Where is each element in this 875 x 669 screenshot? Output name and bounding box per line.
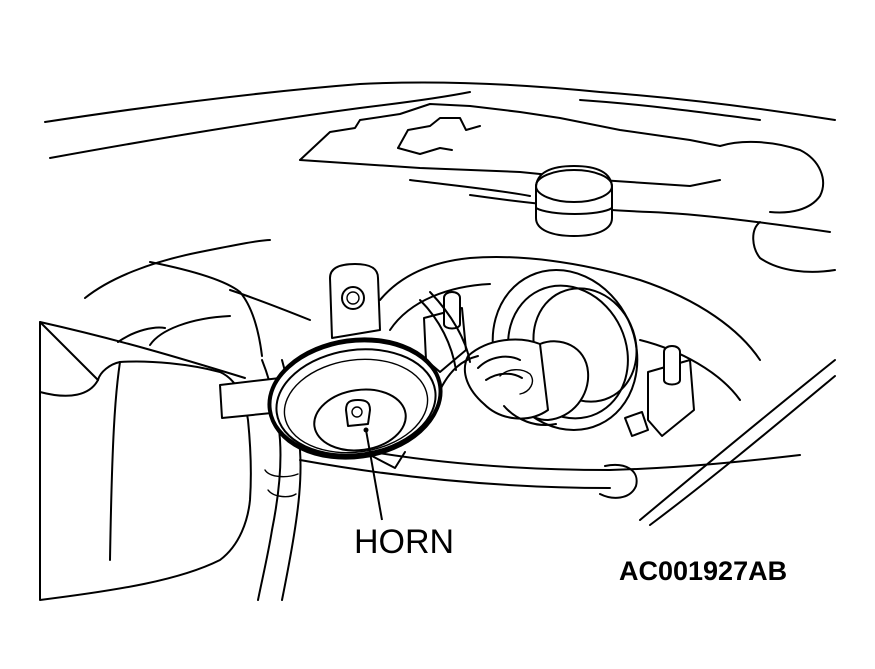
horn (267, 337, 443, 469)
left-bracket (423, 291, 467, 373)
harness-connector (439, 338, 590, 426)
hood-outline (44, 81, 836, 159)
lower-panel (39, 321, 252, 601)
horn-bracket (329, 263, 381, 339)
figure-code: AC001927AB (619, 556, 787, 586)
wiring-harness (419, 291, 471, 371)
horn-leader-line (365, 429, 383, 521)
lower-frame (299, 359, 836, 526)
radiator-cap (535, 165, 613, 237)
upper-panel (299, 103, 836, 273)
bumper-area (39, 239, 311, 379)
horn-label: HORN (354, 523, 454, 561)
right-bracket (624, 345, 695, 437)
